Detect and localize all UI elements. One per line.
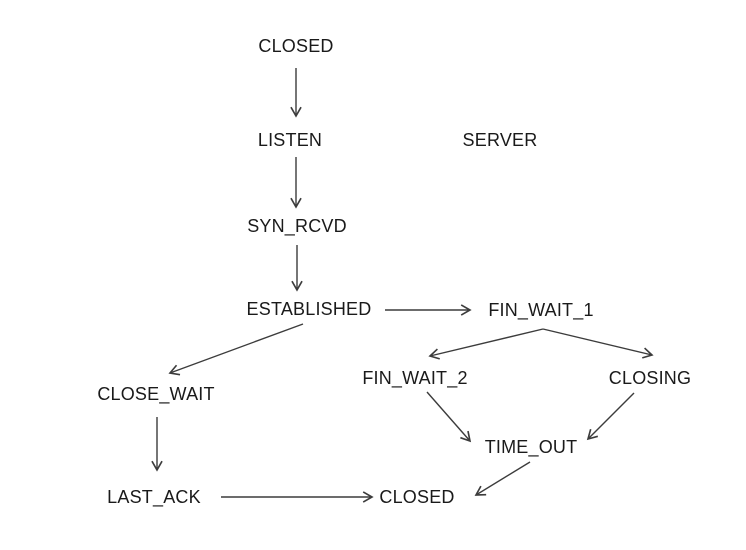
node-syn-rcvd: SYN_RCVD [247, 216, 347, 236]
edge-time-out-to-closed [474, 461, 531, 496]
node-fin-wait-2: FIN_WAIT_2 [362, 368, 468, 388]
node-fin-wait-1: FIN_WAIT_1 [488, 300, 594, 320]
node-established: ESTABLISHED [246, 299, 372, 319]
edge-fin-wait-1-to-closing [542, 328, 654, 359]
node-last-ack: LAST_ACK [107, 487, 201, 507]
node-listen: LISTEN [257, 130, 323, 150]
server-label: SERVER [462, 130, 538, 150]
node-time-out: TIME_OUT [484, 437, 578, 457]
edge-closing-to-time-out [586, 392, 635, 441]
edge-fin-wait-1-to-fin-wait-2 [428, 328, 544, 360]
node-closing: CLOSING [608, 368, 692, 388]
node-closed-top: CLOSED [258, 36, 334, 56]
node-close-wait: CLOSE_WAIT [97, 384, 215, 404]
edge-fin-wait-2-to-time-out [426, 391, 472, 443]
edge-established-to-close-wait [168, 323, 304, 376]
node-closed-bottom: CLOSED [379, 487, 455, 507]
